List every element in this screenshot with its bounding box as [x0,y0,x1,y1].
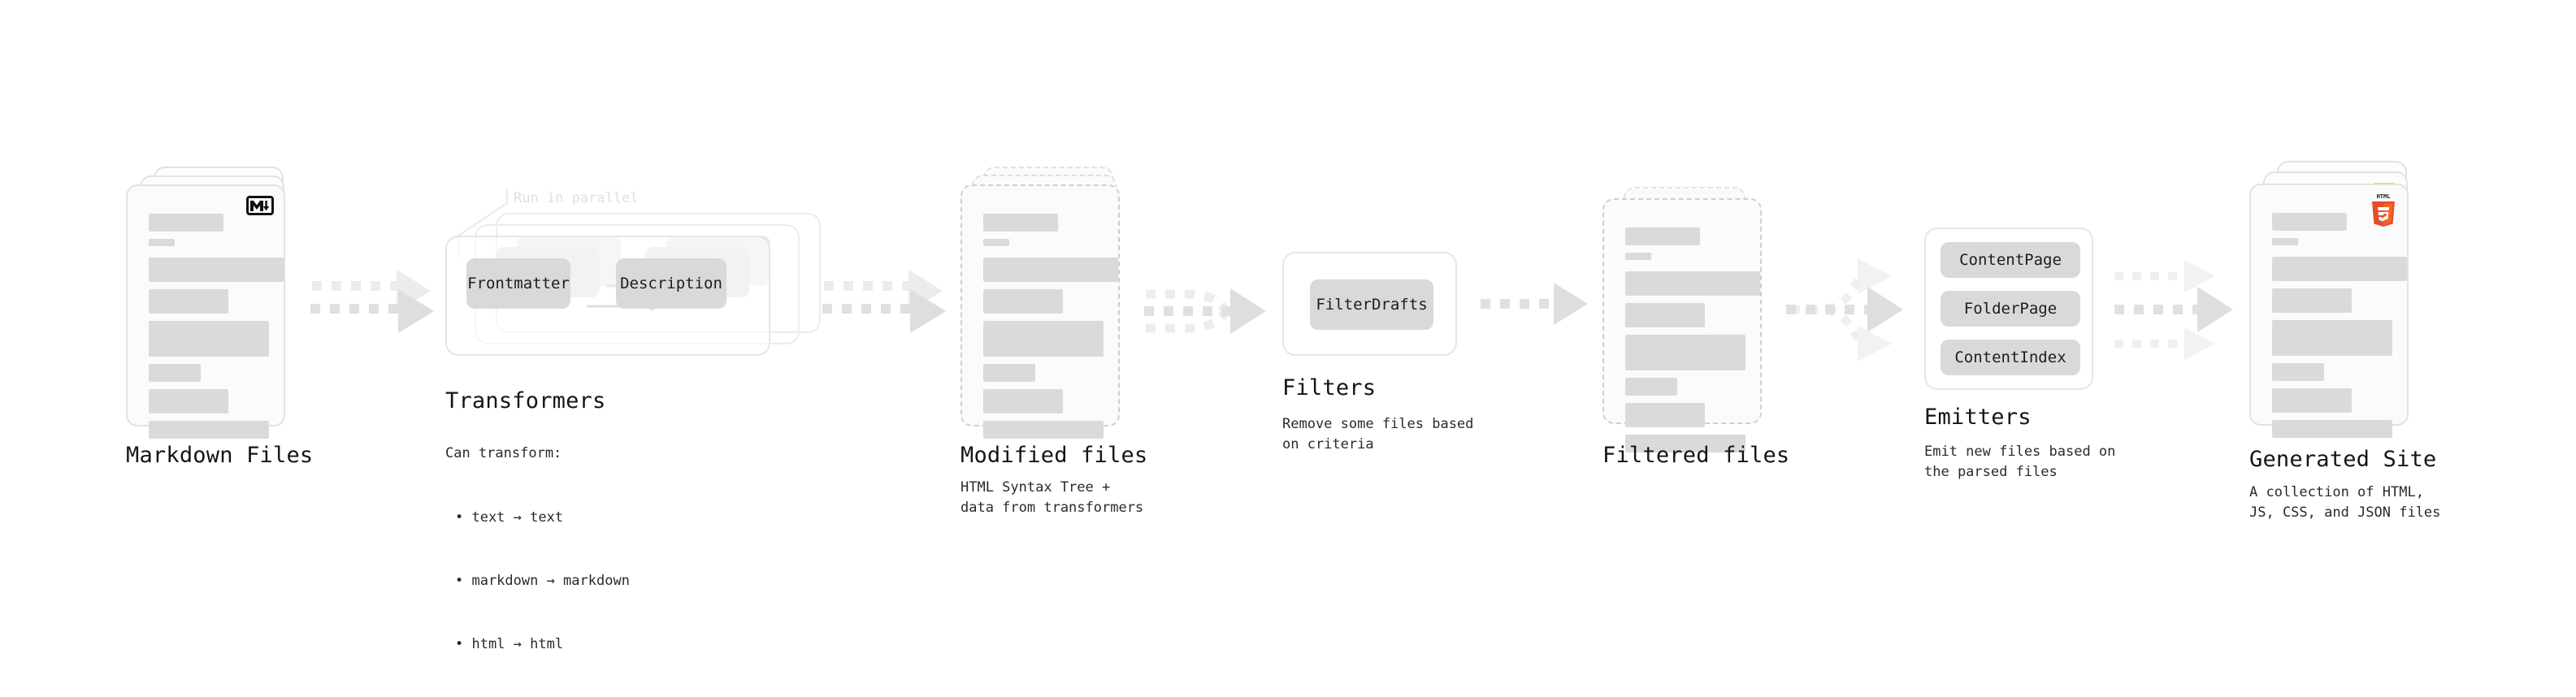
transformers-subtitle: Can transform: [445,445,562,461]
content-bar [149,421,269,439]
filtered-card-front [1602,198,1762,452]
transformers-bullet-0: • text → text [455,509,564,526]
emitter-pill-contentindex[interactable]: ContentIndex [1941,340,2080,375]
generated-card-bars [2272,213,2407,445]
emitter-pill-contentpage[interactable]: ContentPage [1941,242,2080,278]
svg-text:HTML: HTML [2377,193,2391,200]
arrow-markdown-to-transformers [310,270,434,333]
markdown-card-bars [149,214,284,446]
modified-card-bars [983,214,1118,446]
transformers-bullet-2: • html → html [455,636,564,652]
emitters-subtitle: Emit new files based on the parsed files [1924,444,2116,480]
arrow-modified-to-filters [1144,288,1266,334]
content-bar [149,258,284,282]
content-bar [149,214,223,232]
html5-icon: HTML [2370,192,2397,227]
pipeline-diagram: Markdown Files Run in parallel [126,161,2441,652]
content-bar [983,214,1058,232]
transformers-group: Run in parallel Frontmatter [445,188,827,367]
content-bar [983,258,1118,282]
content-bar [149,389,228,413]
transformer-pill-frontmatter-label: Frontmatter [467,275,570,292]
content-bar [1625,271,1760,296]
filter-pill-filterdrafts-label: FilterDrafts [1316,296,1428,314]
modified-files-stack [961,167,1135,439]
content-bar [149,364,201,382]
content-bar [983,239,1009,246]
run-in-parallel-label: Run in parallel [514,190,639,206]
content-bar [1625,253,1651,260]
filtered-files-stack [1602,187,1777,452]
filter-pill-filterdrafts[interactable]: FilterDrafts [1310,279,1433,330]
filtered-card-bars [1625,227,1760,460]
filters-subtitle: Remove some files based on criteria [1282,416,1474,452]
markdown-files-stack [126,167,301,439]
generated-card-html: HTML [2249,184,2409,438]
emitter-pill-folderpage[interactable]: FolderPage [1941,291,2080,327]
emitter-pill-contentindex-label: ContentIndex [1954,348,2066,366]
modified-files-title: Modified files [961,443,1148,468]
emitters-group: ContentPage FolderPage ContentIndex [1924,227,2093,390]
content-bar [2272,213,2347,231]
filters-title: Filters [1282,375,1377,400]
arrow-filters-to-filtered [1481,283,1588,325]
content-bar [2272,420,2392,438]
arrow-transformers-to-modified [822,270,946,333]
content-bar [1625,227,1700,245]
arrow-filtered-to-emitters [1786,258,1903,361]
content-bar [1625,335,1746,370]
content-bar [1625,403,1705,427]
content-bar [1625,435,1746,452]
content-bar [983,389,1063,413]
content-bar [2272,363,2324,381]
content-bar [2272,288,2352,313]
content-bar [983,364,1035,382]
content-bar [983,421,1104,439]
content-bar [149,321,269,357]
filters-group: FilterDrafts [1282,252,1457,356]
transformer-pill-description-label: Description [620,275,722,292]
transformers-title: Transformers [445,388,606,413]
content-bar [149,239,175,246]
transformer-pill-description[interactable]: Description [616,258,726,309]
content-bar [2272,238,2298,245]
emitter-pill-contentpage-label: ContentPage [1959,251,2062,269]
generated-site-stack: CSS HTML [2249,161,2424,438]
content-bar [2272,388,2352,413]
content-bar [2272,257,2407,281]
transformers-bullet-1: • markdown → markdown [455,573,630,589]
content-bar [983,321,1104,357]
content-bar [1625,378,1677,396]
markdown-card-front [126,184,285,439]
generated-site-subtitle: A collection of HTML, JS, CSS, and JSON … [2249,484,2441,521]
content-bar [2272,320,2392,356]
markdown-files-title: Markdown Files [126,443,314,468]
filtered-files-title: Filtered files [1602,443,1790,468]
content-bar [1625,303,1705,327]
content-bar [149,289,228,314]
transformers-bullets: • text → text • markdown → markdown • ht… [455,465,630,697]
generated-site-title: Generated Site [2249,447,2437,472]
modified-card-front [961,184,1120,439]
emitters-title: Emitters [1924,405,2032,430]
markdown-icon [246,196,274,215]
content-bar [983,289,1063,314]
modified-files-subtitle: HTML Syntax Tree + data from transformer… [961,479,1144,516]
arrow-emitters-to-site [2114,260,2233,360]
transformer-pill-frontmatter[interactable]: Frontmatter [466,258,570,309]
emitter-pill-folderpage-label: FolderPage [1963,300,2058,318]
